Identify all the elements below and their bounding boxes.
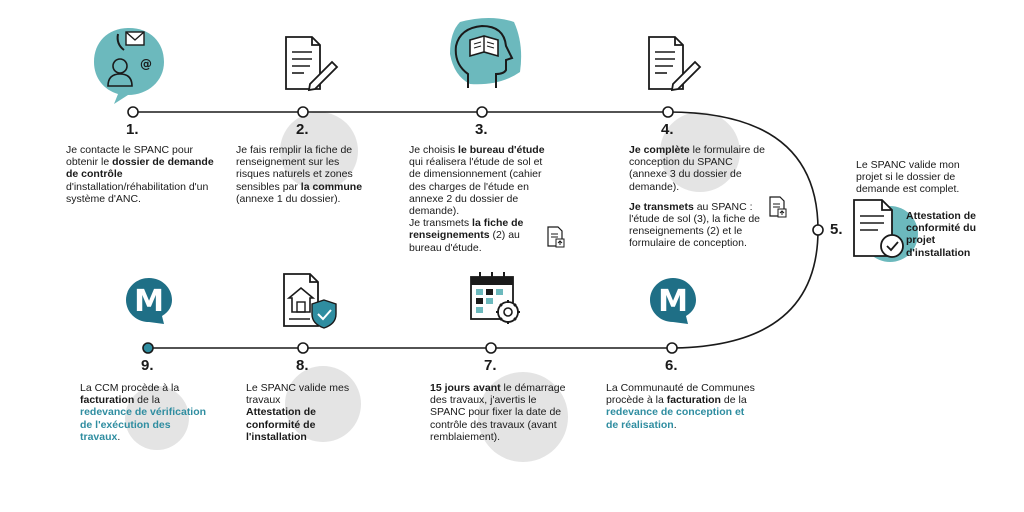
step-3-number: 3. bbox=[475, 121, 488, 138]
step-6-text: La Communauté de Communes procède à la f… bbox=[606, 382, 755, 431]
timeline-node-1 bbox=[127, 106, 139, 118]
timeline-node-7 bbox=[485, 342, 497, 354]
timeline-node-6 bbox=[666, 342, 678, 354]
step-9-number: 9. bbox=[141, 357, 154, 374]
step-1-text: Je contacte le SPANC pour obtenir le dos… bbox=[66, 144, 214, 205]
calendar-gear-icon bbox=[470, 272, 520, 324]
timeline-node-9 bbox=[142, 342, 154, 354]
form-pen-icon bbox=[285, 36, 339, 92]
step-9-blob bbox=[125, 386, 189, 450]
head-book-icon bbox=[450, 18, 522, 88]
document-icon bbox=[547, 226, 565, 248]
step-4-number: 4. bbox=[661, 121, 674, 138]
step-3-text: Je choisis le bureau d'étude qui réalise… bbox=[409, 144, 545, 254]
step-8-blob bbox=[285, 366, 361, 442]
step-8-number: 8. bbox=[296, 357, 309, 374]
svg-text:M: M bbox=[658, 284, 688, 319]
step-2-blob bbox=[280, 112, 358, 190]
timeline-node-8 bbox=[297, 342, 309, 354]
logo-m-icon: M bbox=[126, 278, 172, 324]
step-5-text: Le SPANC valide mon projet si le dossier… bbox=[856, 159, 960, 196]
step-5-number: 5. bbox=[830, 221, 843, 238]
logo-m-icon: M bbox=[650, 278, 696, 324]
step-5-attestation: Attestation de conformité du projet d'in… bbox=[906, 210, 977, 259]
timeline-node-4 bbox=[662, 106, 674, 118]
step-8-text: Le SPANC valide mes travaux Attestation … bbox=[246, 382, 350, 443]
step-1-number: 1. bbox=[126, 121, 139, 138]
step-4-text: Je complète le formulaire de conception … bbox=[629, 144, 765, 250]
house-shield-icon bbox=[283, 273, 337, 329]
document-icon bbox=[769, 196, 787, 218]
step-7-number: 7. bbox=[484, 357, 497, 374]
svg-text:@: @ bbox=[140, 57, 152, 71]
contact-icon: @ bbox=[94, 28, 164, 104]
timeline-node-3 bbox=[476, 106, 488, 118]
step-6-number: 6. bbox=[665, 357, 678, 374]
form-pen-icon bbox=[648, 36, 702, 92]
svg-text:M: M bbox=[134, 284, 164, 319]
certificate-icon bbox=[853, 199, 918, 262]
step-9-text: La CCM procède à la facturation de la re… bbox=[80, 382, 207, 443]
step-2-number: 2. bbox=[296, 121, 309, 138]
timeline-node-2 bbox=[297, 106, 309, 118]
step-7-text: 15 jours avant le démarrage des travaux,… bbox=[430, 382, 566, 443]
step-2-text: Je fais remplir la fiche de renseignemen… bbox=[236, 144, 363, 205]
step-4-blob bbox=[660, 112, 740, 192]
timeline-node-5 bbox=[812, 224, 824, 236]
step-7-blob bbox=[478, 372, 568, 462]
